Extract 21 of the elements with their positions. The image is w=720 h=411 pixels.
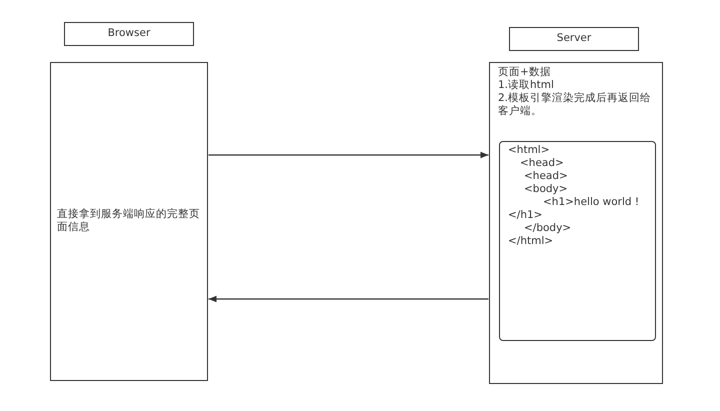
list-item: 2.模板引擎渲染完成后再返回给客户端。 xyxy=(498,92,652,118)
arrow xyxy=(208,296,488,302)
browser-box xyxy=(64,22,194,46)
label-text: Browser xyxy=(106,26,152,40)
server-panel xyxy=(489,62,663,384)
browser-panel xyxy=(50,62,208,381)
code-box xyxy=(499,141,656,341)
server-box xyxy=(509,27,639,51)
code-line: <body> xyxy=(524,183,568,196)
description-text: 直接拿到服务端响应的完整页面信息 xyxy=(57,208,201,234)
code-line: <head> xyxy=(524,170,568,183)
list-item: 1.读取html xyxy=(498,79,554,92)
arrow xyxy=(208,152,488,158)
code-line: <head> xyxy=(520,157,564,170)
code-line: </html> xyxy=(508,235,554,248)
label-text: Server xyxy=(556,32,592,44)
code-line: <h1>hello world ! xyxy=(543,196,640,209)
code-line: <html> xyxy=(508,144,550,157)
code-line: </body> xyxy=(524,222,572,235)
code-line: </h1> xyxy=(508,209,542,222)
heading-text: 页面+数据 xyxy=(498,66,551,79)
